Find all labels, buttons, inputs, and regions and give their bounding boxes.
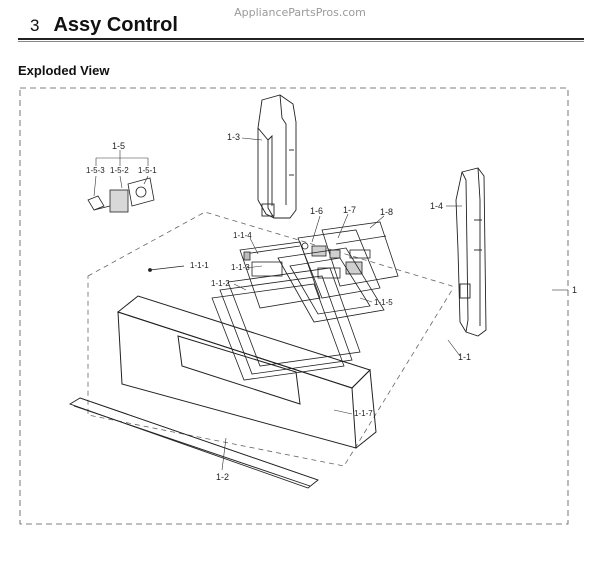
part-side-bracket-left	[257, 94, 297, 219]
part-side-bracket-right	[455, 167, 487, 337]
section-header: 3 Assy Control	[30, 14, 178, 37]
part-overlay-panels	[211, 267, 361, 381]
callout-1-5-3: 1-5-3	[86, 166, 105, 175]
section-number: 3	[30, 16, 40, 35]
callout-1-1-2: 1-1-2	[211, 279, 230, 288]
callout-1-1: 1-1	[458, 352, 471, 362]
callout-1: 1	[572, 285, 577, 295]
part-board-bracket	[277, 247, 385, 323]
part-trim-strip	[68, 397, 319, 489]
callout-1-2: 1-2	[216, 472, 229, 482]
callout-1-8: 1-8	[380, 207, 393, 217]
callout-1-5-2: 1-5-2	[110, 166, 129, 175]
header-rule-thin	[18, 41, 584, 42]
callout-1-6: 1-6	[310, 206, 323, 216]
part-wire-connector-assy	[87, 177, 155, 213]
page-title: Assy Control	[53, 14, 178, 36]
callout-1-5: 1-5	[112, 141, 125, 151]
callout-1-1-1: 1-1-1	[190, 261, 209, 270]
exploded-view-title: Exploded View	[18, 63, 110, 78]
assembly-frame	[19, 87, 569, 525]
part-screw	[148, 265, 185, 272]
part-control-panel-front	[116, 295, 377, 449]
callout-1-1-4: 1-1-4	[233, 231, 252, 240]
callout-1-3: 1-3	[227, 132, 240, 142]
callout-1-5-1: 1-5-1	[138, 166, 157, 175]
callout-1-1-3: 1-1-3	[231, 263, 250, 272]
callout-1-7: 1-7	[343, 205, 356, 215]
part-main-board	[297, 229, 381, 299]
part-display-board	[239, 241, 321, 309]
callout-1-1-7: 1-1-7	[354, 409, 373, 418]
callout-tree-1-5	[93, 150, 149, 197]
leader-lines	[221, 137, 568, 471]
watermark-text: AppliancePartsPros.com	[234, 6, 366, 19]
callout-1-4: 1-4	[430, 201, 443, 211]
header-rule	[18, 38, 584, 40]
callout-1-1-5: 1-1-5	[374, 298, 393, 307]
